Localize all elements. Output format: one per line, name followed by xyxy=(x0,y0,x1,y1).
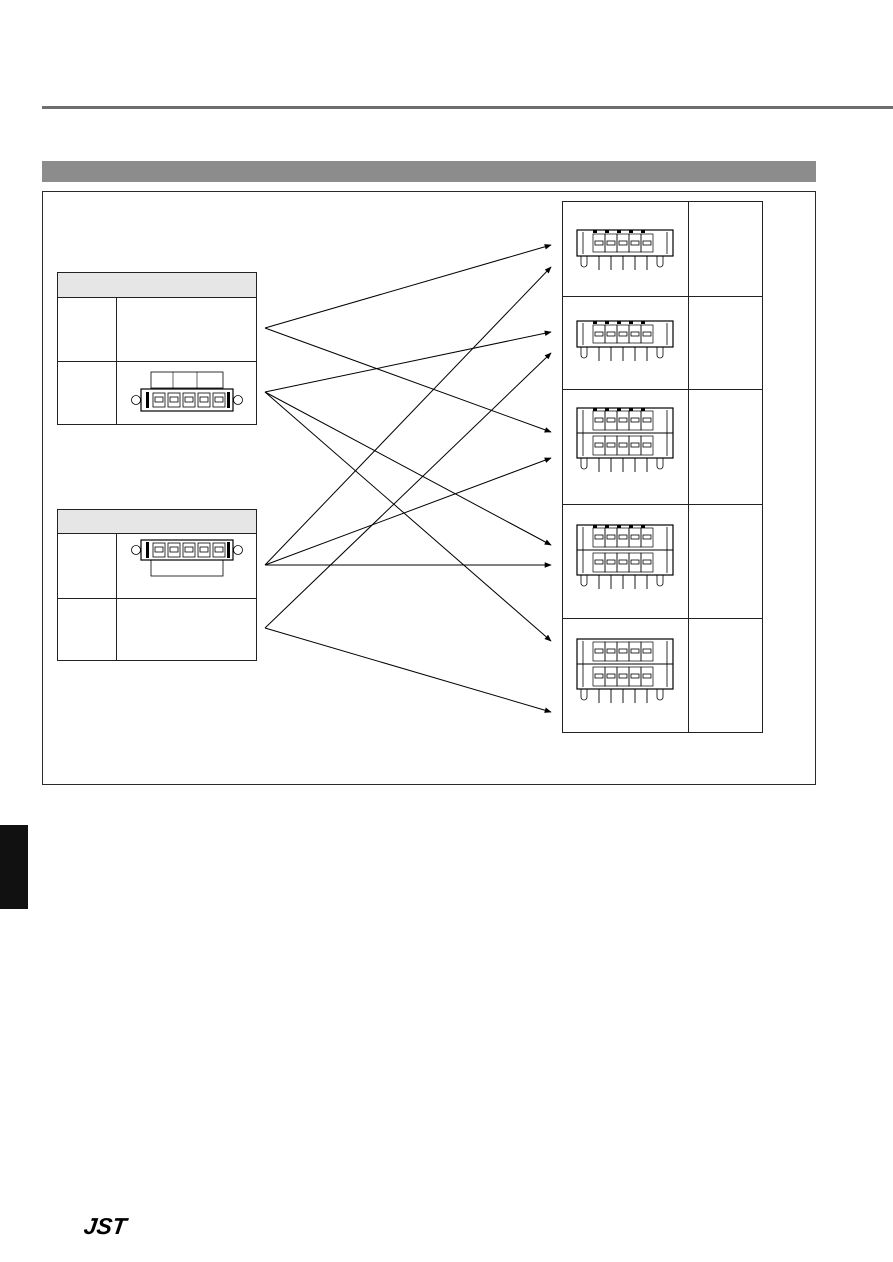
plug-table-bottom-row-2-label-cell xyxy=(58,599,117,661)
connector-plug-icon xyxy=(131,371,243,412)
plug-table-top-row-2 xyxy=(58,361,256,425)
header-table-row-3-image-cell xyxy=(563,390,689,504)
connector-plug-icon xyxy=(131,539,243,577)
jst-logo: JST xyxy=(82,1213,129,1239)
arrow-a1-to-h3 xyxy=(264,327,552,433)
header-table-row-3 xyxy=(563,389,762,504)
header-table xyxy=(562,201,763,733)
header-table-row-5 xyxy=(563,618,762,733)
chapter-index-tab xyxy=(0,825,28,909)
plug-table-bottom-row-1-label-cell xyxy=(58,534,117,598)
page-top-rule xyxy=(42,106,893,109)
plug-table-bottom-row-2 xyxy=(58,598,256,661)
plug-table-bottom-row-1 xyxy=(58,534,256,598)
header-table-row-2-image-cell xyxy=(563,297,689,389)
arrow-b2-to-h5 xyxy=(264,627,552,713)
plug-table-top-row-1-label-cell xyxy=(58,298,117,361)
arrow-b2-to-h2 xyxy=(264,352,552,629)
arrow-a2-to-h4 xyxy=(264,391,552,546)
double-row-header-icon xyxy=(576,638,674,703)
plug-table-bottom-header xyxy=(58,510,256,534)
plug-table-top-row-2-label-cell xyxy=(58,362,117,425)
single-row-header-icon xyxy=(576,320,674,361)
plug-table-top xyxy=(57,272,257,425)
plug-table-bottom xyxy=(57,509,257,661)
section-frame xyxy=(42,191,816,785)
plug-table-top-header xyxy=(58,273,256,298)
plug-table-top-row-2-image-cell xyxy=(117,362,256,425)
double-row-header-icon xyxy=(576,524,674,589)
header-table-row-4 xyxy=(563,504,762,618)
plug-table-bottom-row-1-image-cell xyxy=(117,534,256,598)
header-table-row-2 xyxy=(563,296,762,389)
header-table-row-1-image-cell xyxy=(563,202,689,296)
arrow-a2-to-h2 xyxy=(264,330,552,393)
plug-table-top-row-1 xyxy=(58,298,256,361)
header-table-row-1 xyxy=(563,202,762,296)
header-table-row-4-image-cell xyxy=(563,505,689,618)
arrow-a1-to-h1 xyxy=(264,244,552,329)
single-row-header-icon xyxy=(576,229,674,270)
double-row-header-icon xyxy=(576,407,674,472)
arrow-b1-to-h1 xyxy=(264,266,552,566)
section-title-bar xyxy=(42,161,816,182)
header-table-row-5-image-cell xyxy=(563,619,689,733)
arrow-a2-to-h5 xyxy=(264,391,552,642)
arrow-b1-to-h3 xyxy=(264,457,552,566)
